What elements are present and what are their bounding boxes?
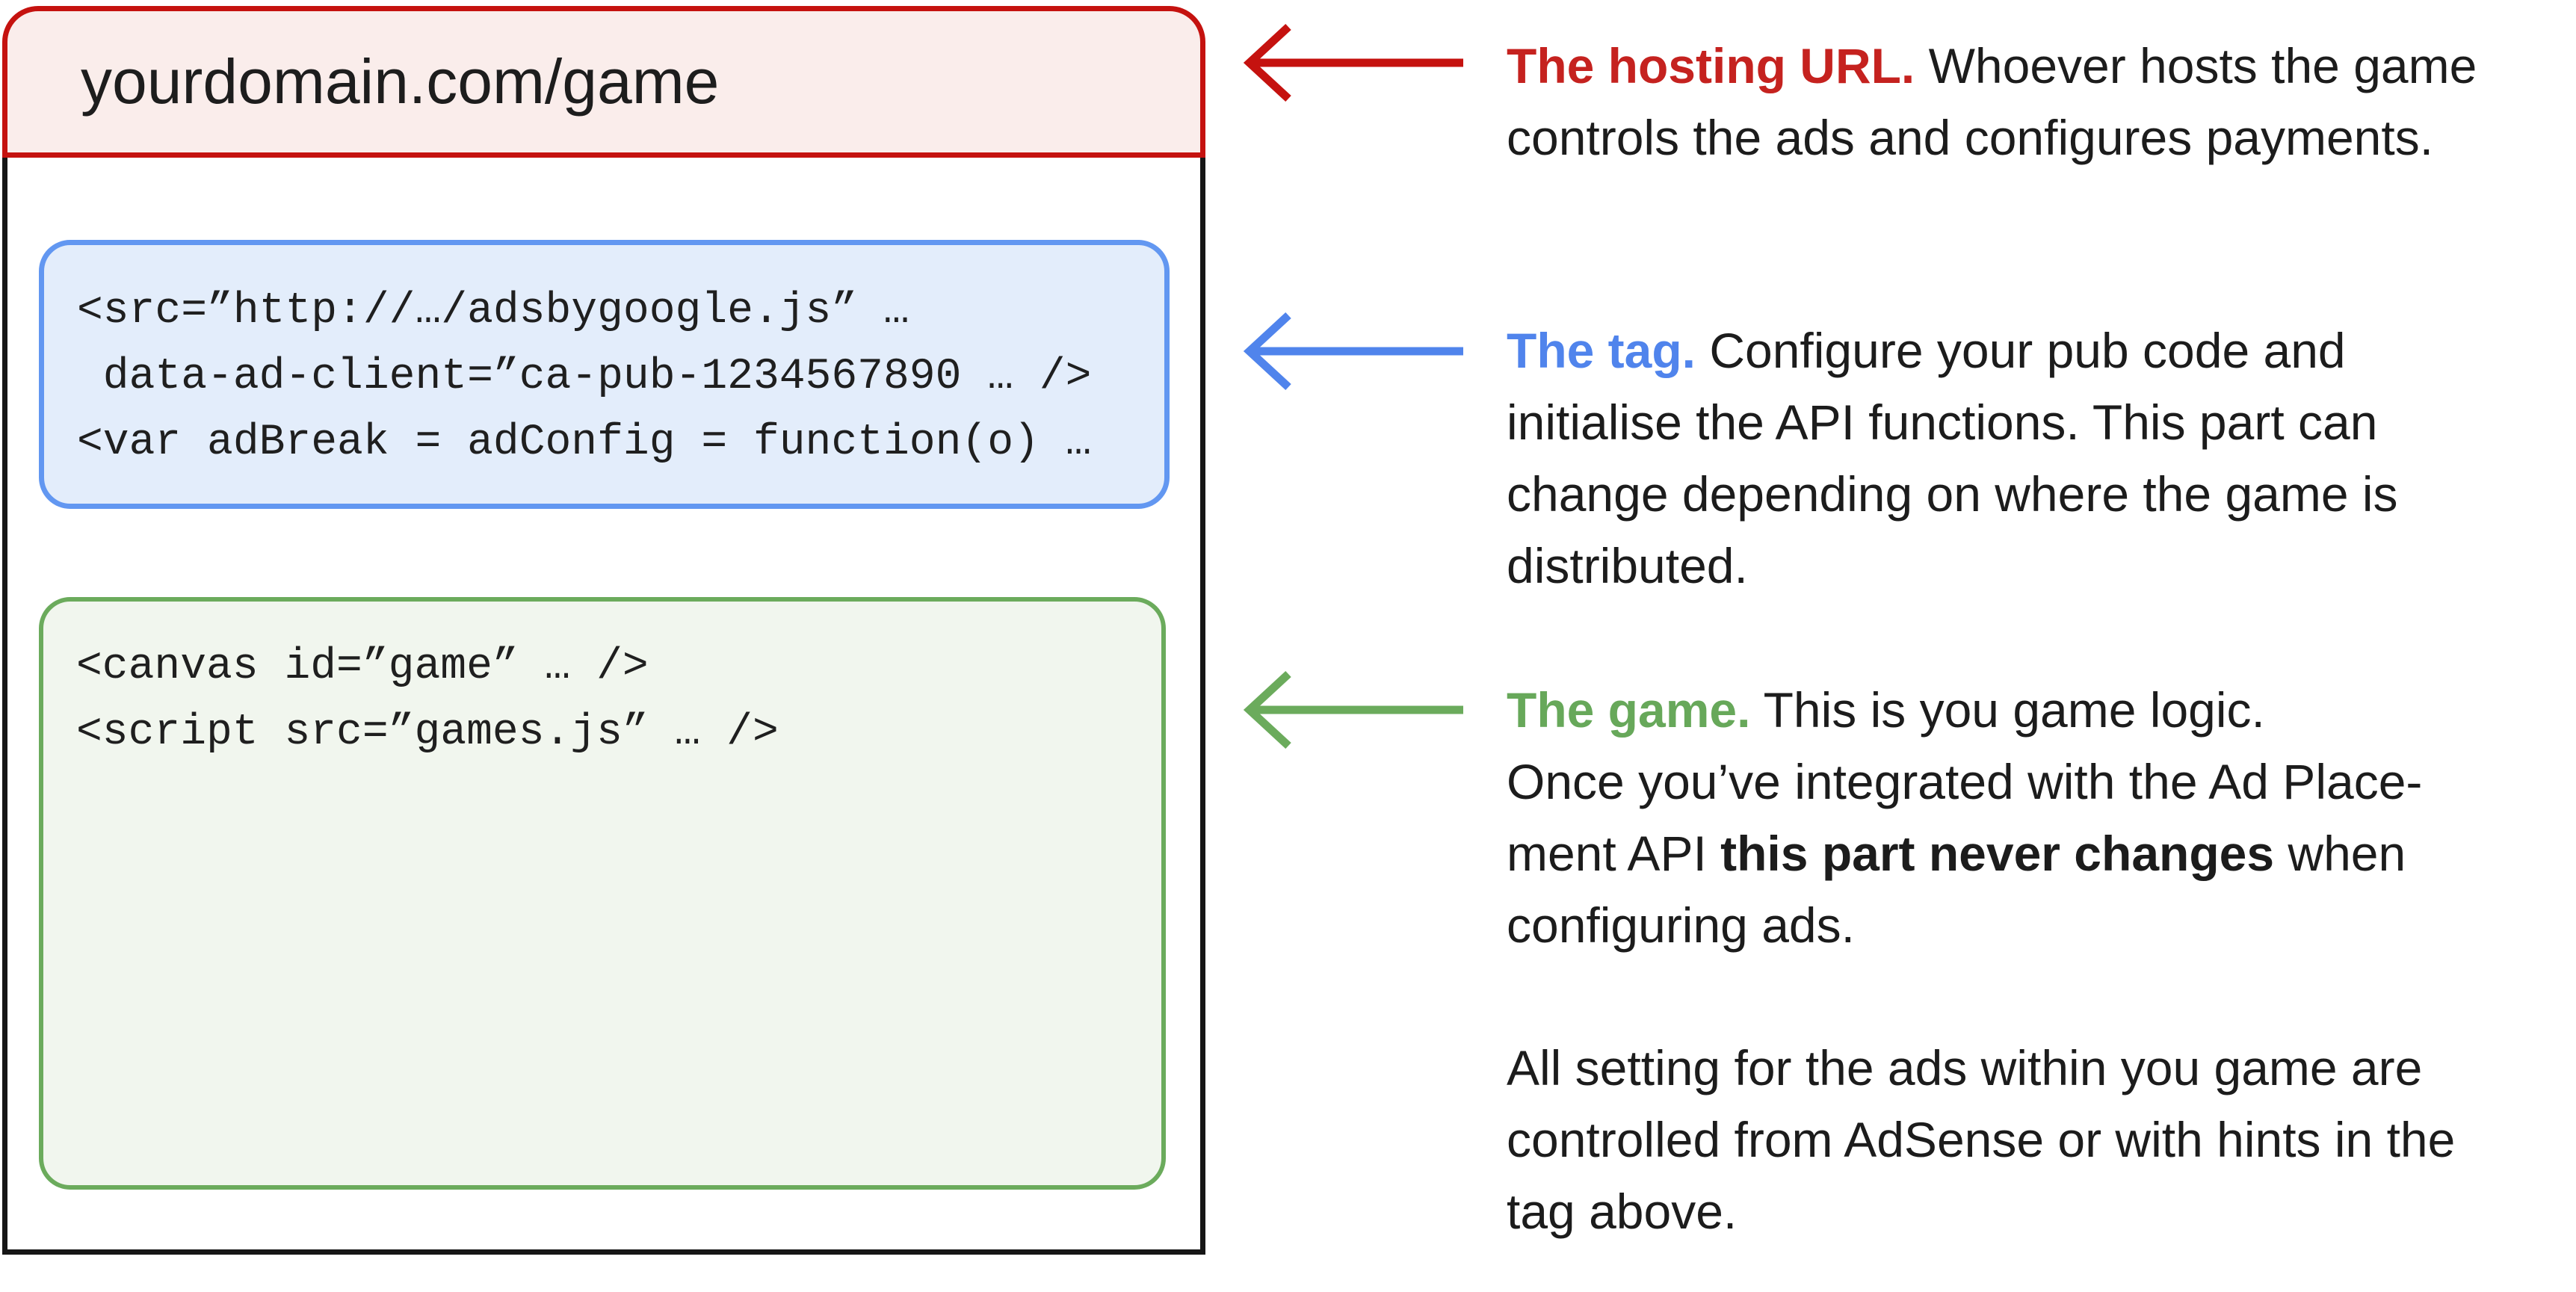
annotation-hosting-url: The hosting URL. Whoever hosts the game … xyxy=(1507,30,2477,173)
code-line: <var adBreak = adConfig = function(o) … xyxy=(77,418,1092,467)
browser-address-bar: yourdomain.com/game xyxy=(2,6,1205,158)
annotation-tag: The tag. Configure your pub code and ini… xyxy=(1507,315,2398,602)
ad-tag-code-box: <src=”http://…/adsbygoogle.js” … data-ad… xyxy=(39,240,1170,509)
code-line: data-ad-client=”ca-pub-1234567890 … /> xyxy=(77,353,1092,401)
annotation-segment-lead: The tag. xyxy=(1507,323,1696,378)
browser-window: yourdomain.com/game <src=”http://…/adsby… xyxy=(2,6,1205,1255)
annotation-segment-lead: The hosting URL. xyxy=(1507,38,1915,93)
annotation-segment-lead: The game. xyxy=(1507,682,1751,738)
game-code-box: <canvas id=”game” … /> <script src=”games… xyxy=(39,597,1166,1190)
blue-left-arrow-icon xyxy=(1241,305,1469,398)
annotation-game: The game. This is you game logic. Once y… xyxy=(1507,674,2422,961)
green-left-arrow-icon xyxy=(1241,664,1469,756)
hosting-url-text: yourdomain.com/game xyxy=(81,46,720,117)
annotation-segment-bold: this part never changes xyxy=(1720,826,2275,881)
annotation-segment-text: Configure your pub code and initialise t… xyxy=(1507,323,2398,593)
browser-page: <src=”http://…/adsbygoogle.js” … data-ad… xyxy=(2,158,1205,1255)
annotation-segment-text: when configuring ads. xyxy=(1507,826,2406,953)
annotation-adsense-note: All setting for the ads within you game … xyxy=(1507,1032,2455,1247)
annotation-segment-text: This is you game logic. Once you’ve inte… xyxy=(1507,682,2423,881)
annotation-segment-text: Whoever hosts the game controls the ads … xyxy=(1507,38,2477,165)
code-line: <script src=”games.js” … /> xyxy=(76,708,779,757)
red-left-arrow-icon xyxy=(1241,16,1469,109)
code-line: <src=”http://…/adsbygoogle.js” … xyxy=(77,287,909,336)
code-line: <canvas id=”game” … /> xyxy=(76,643,649,691)
annotation-segment-text: All setting for the ads within you game … xyxy=(1507,1040,2456,1239)
